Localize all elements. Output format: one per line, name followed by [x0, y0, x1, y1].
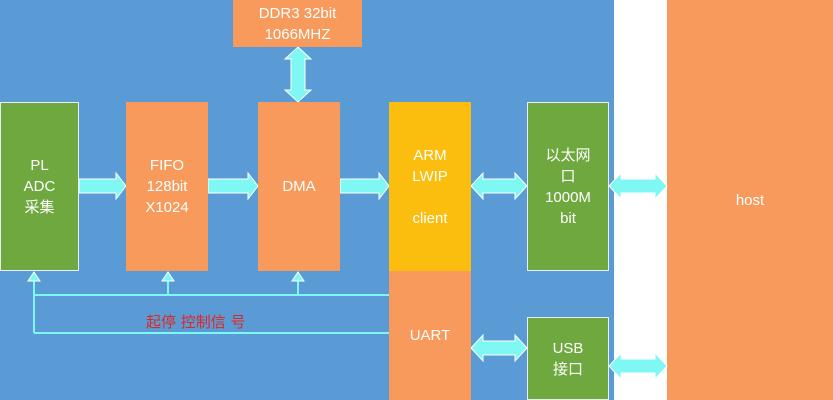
- arm-line-4: client: [412, 209, 448, 227]
- control-signal-label: 起停 控制信 号: [146, 313, 246, 331]
- ethernet-line-1: 以太网: [545, 146, 591, 164]
- usb-line-2: 接口: [552, 360, 583, 378]
- usb-host-arrow: [608, 351, 668, 381]
- control-arrow-fifo: [161, 271, 175, 282]
- usb-line-1: USB: [552, 339, 584, 357]
- adc-to-fifo-arrow: [78, 171, 127, 201]
- usb-port-block: USB 接口: [527, 317, 609, 400]
- pl-adc-line-2: ADC: [23, 178, 56, 195]
- control-arrow-dma: [291, 271, 305, 282]
- dma-label: DMA: [282, 178, 316, 195]
- ddr3-line-2: 1066MHZ: [264, 25, 331, 43]
- ddr3-dma-arrow: [283, 46, 313, 103]
- arm-ethernet-arrow: [470, 171, 528, 201]
- arm-line-1: ARM: [413, 146, 447, 164]
- arm-lwip-block: ARM LWIP client: [389, 102, 471, 271]
- control-arrow-adc: [27, 271, 41, 282]
- uart-block: UART: [389, 271, 471, 400]
- pl-adc-line-1: PL: [30, 157, 49, 174]
- dma-to-arm-arrow: [339, 171, 390, 201]
- ddr3-block: DDR3 32bit 1066MHZ: [233, 0, 362, 47]
- uart-label: UART: [409, 327, 451, 344]
- fifo-to-dma-arrow: [207, 171, 259, 201]
- pl-adc-line-3: 采集: [24, 199, 55, 216]
- fifo-line-3: X1024: [145, 199, 189, 216]
- host-label: host: [735, 191, 765, 209]
- host-block: host: [667, 0, 833, 400]
- ethernet-port-block: 以太网 口 1000M bit: [527, 102, 609, 271]
- fifo-block: FIFO 128bit X1024: [126, 102, 208, 271]
- ethernet-line-4: bit: [560, 209, 576, 227]
- arm-line-2: LWIP: [412, 167, 448, 185]
- pl-adc-block: PL ADC 采集: [0, 102, 79, 271]
- ddr3-line-1: DDR3 32bit: [258, 4, 337, 22]
- ethernet-host-arrow: [608, 171, 668, 201]
- uart-usb-arrow: [470, 333, 528, 363]
- fifo-line-2: 128bit: [146, 178, 188, 195]
- ethernet-line-3: 1000M: [545, 188, 591, 206]
- fifo-line-1: FIFO: [149, 157, 185, 174]
- ethernet-line-2: 口: [560, 167, 576, 185]
- dma-block: DMA: [258, 102, 340, 271]
